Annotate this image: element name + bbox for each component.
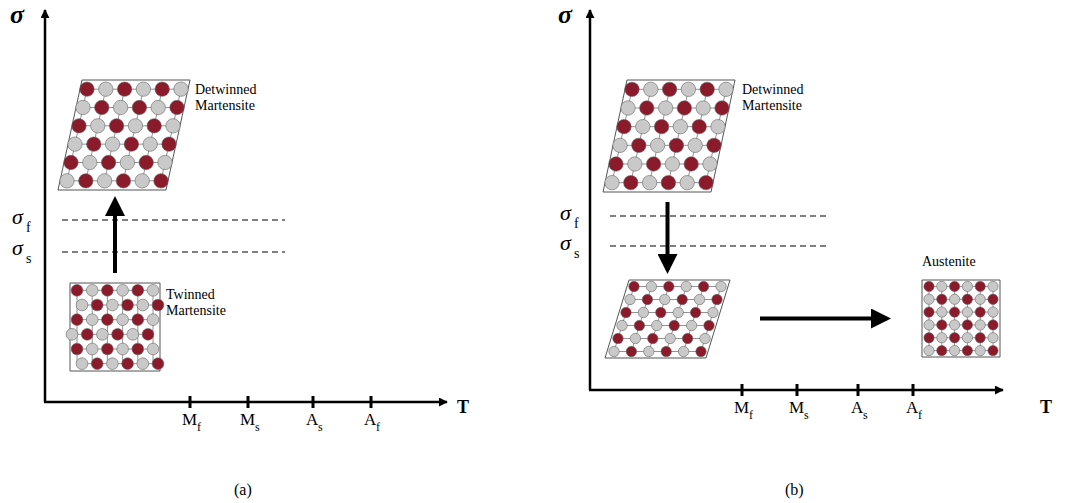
axis-label: M — [789, 399, 804, 416]
sigma-axis — [589, 10, 592, 390]
axis-label: M — [734, 399, 749, 416]
axis-label: σ — [560, 202, 571, 224]
axis-label: M — [240, 411, 255, 428]
axis-label: A — [851, 399, 863, 416]
lattice-atoms — [924, 281, 998, 355]
lattice-cell: Detwinned Martensite — [603, 80, 735, 192]
subscript: f — [918, 409, 922, 421]
phase-caption: Detwinned Martensite — [742, 82, 832, 114]
stress-lines — [62, 220, 285, 252]
lattice-atoms — [66, 284, 164, 369]
axis-label: (b) — [785, 482, 804, 498]
subscript: s — [574, 247, 579, 261]
axis-label: σ — [560, 232, 571, 254]
lattice-drawing — [922, 280, 1000, 357]
axis-label: T — [457, 398, 469, 416]
lattice-atoms — [605, 82, 733, 190]
subscript: s — [863, 409, 868, 421]
lattice-outline — [603, 80, 735, 192]
transition-arrow — [113, 200, 117, 273]
lattice-drawing — [58, 80, 190, 190]
transition-arrow — [666, 202, 670, 270]
panel-b-axes — [589, 10, 1003, 396]
axis-label: (a) — [234, 482, 252, 498]
axis-label: A — [364, 411, 376, 428]
phase-caption: Detwinned Martensite — [195, 82, 285, 114]
axis-label: σ — [12, 206, 23, 228]
phase-caption: Twinned Martensite — [166, 287, 246, 319]
lattice-outline — [605, 280, 730, 358]
axis-label: M — [182, 411, 197, 428]
sigma-axis — [44, 10, 47, 402]
axis-label: σ — [558, 2, 572, 28]
axis-label: T — [1040, 398, 1052, 416]
temperature-axis — [44, 401, 447, 404]
subscript: f — [197, 421, 201, 433]
ticks — [742, 384, 913, 396]
phase-caption: Austenite — [922, 254, 1012, 270]
transition-arrow — [760, 317, 887, 321]
axis-label: A — [306, 411, 318, 428]
subscript: f — [376, 421, 380, 433]
stress-lines — [610, 216, 826, 246]
lattice-drawing — [70, 283, 160, 371]
subscript: s — [318, 421, 323, 433]
lattice-cell — [605, 280, 730, 358]
subscript: s — [804, 409, 809, 421]
lattice-cell: Detwinned Martensite — [58, 80, 190, 190]
lattice-outline — [922, 280, 1000, 357]
subscript: s — [255, 421, 260, 433]
subscript: s — [26, 252, 31, 266]
axis-label: A — [906, 399, 918, 416]
subscript: f — [574, 217, 579, 231]
axis-label: σ — [10, 2, 24, 28]
lattice-outline — [58, 80, 190, 190]
lattice-atoms — [609, 281, 726, 356]
lattice-atoms — [60, 82, 188, 188]
subscript: f — [749, 409, 753, 421]
lattice-cell: Twinned Martensite — [70, 283, 160, 371]
lattice-drawing — [603, 80, 735, 192]
axis-label: σ — [12, 237, 23, 259]
panel-a-axes — [44, 10, 447, 408]
ticks — [190, 396, 371, 408]
lattice-drawing — [605, 280, 730, 358]
subscript: f — [26, 221, 31, 235]
lattice-cell: Austenite — [922, 280, 1000, 357]
lattice-outline — [70, 283, 160, 371]
